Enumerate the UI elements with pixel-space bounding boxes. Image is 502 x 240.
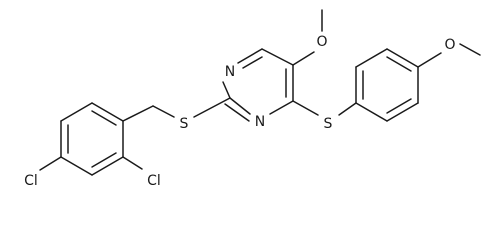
bond-n3-c2-double [224,103,250,122]
bond-c5-o [292,51,315,66]
atom-o-pyrimidine: O [315,32,330,50]
bond-c3p-c4p-double [386,56,412,72]
atom-s-aryl-label: S [324,116,333,132]
atom-o-pyrimidine-label: O [316,34,327,50]
bond-c2b-c3b-double [91,152,117,168]
bond-c4p-o [417,52,442,68]
bond-c6p-c1p [355,102,388,122]
atom-cl-para: Cl [20,172,42,190]
bond-c4-n3 [269,100,294,115]
bond-c2-s-benzyl [193,97,231,118]
atom-cl-ortho-label: Cl [147,173,161,189]
bond-c2-n1 [222,81,231,99]
atom-s-aryl: S [321,114,335,132]
bond-c5p-c6p [386,102,419,122]
bond-c3b-c4b [60,156,93,176]
atom-cl-para-label: Cl [24,173,38,189]
bond-c3p-c4p [386,48,419,68]
bond-s-ch2 [152,105,175,118]
bond-c4b-cl [39,156,62,171]
bond-c2b-c3b [91,156,124,176]
bond-n1-c6-double [242,56,263,69]
atom-s-benzyl: S [177,114,191,132]
bond-n1-c6 [237,48,263,64]
atom-n-bottom: N [253,113,267,131]
atom-labels: N N O O S S Cl Cl [20,32,458,190]
bond-c6-c5 [261,48,294,66]
bond-c6b-c1b-double [91,110,117,126]
bond-ch2-c1b [122,105,154,122]
atom-n-top-label: N [225,64,235,80]
bond-c5p-c6p-double [386,98,412,114]
bond-n3-c2 [229,97,251,115]
atom-cl-ortho: Cl [143,172,165,190]
bond-c2b-cl [122,156,143,170]
atom-n-top: N [223,62,237,80]
bonds [39,9,481,176]
bond-c5b-c6b [60,102,93,122]
molecule-structure: N N O O S S Cl Cl [20,9,481,190]
atom-n-bottom-label: N [255,114,265,130]
atom-o-phenyl-label: O [444,37,455,53]
atom-s-benzyl-label: S [180,116,189,132]
atom-o-phenyl: O [443,35,458,53]
bond-s-c1p [338,102,357,116]
bond-o-ch3-phenyl [459,43,481,56]
bond-c2p-c3p [355,48,388,68]
bond-c6b-c1b [91,102,124,122]
bond-c4-s-aryl [292,100,319,116]
